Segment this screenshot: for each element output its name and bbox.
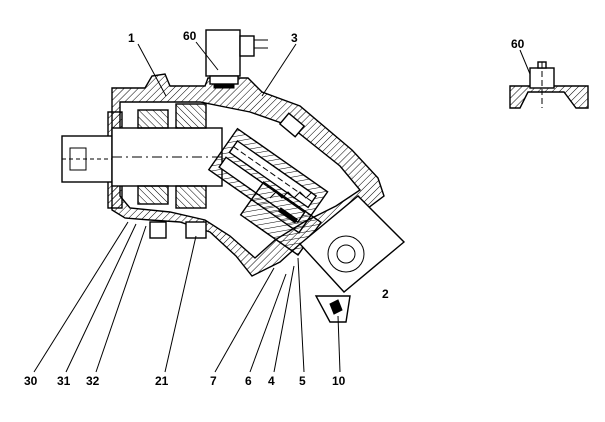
detail-view [509,61,589,109]
callout-30: 30 [24,374,38,388]
callout-1: 1 [128,31,135,45]
callout-6: 6 [245,374,252,388]
plug-3 [278,112,306,138]
control-block [298,195,406,323]
callout-31: 31 [57,374,71,388]
callout-60-detail: 60 [511,37,525,51]
callout-32: 32 [86,374,100,388]
drain-plug [149,221,207,239]
leader-lines [33,41,531,373]
callout-10: 10 [332,374,346,388]
callout-21: 21 [155,374,169,388]
solenoid-valve [205,29,268,89]
callout-7: 7 [210,374,217,388]
drive-shaft [61,127,223,187]
callout-60: 60 [183,29,197,43]
callout-4: 4 [268,374,275,388]
callout-3: 3 [291,31,298,45]
callout-2: 2 [382,287,389,301]
bearing-front [137,109,169,205]
callout-5: 5 [299,374,306,388]
bearing-rear [175,103,207,209]
